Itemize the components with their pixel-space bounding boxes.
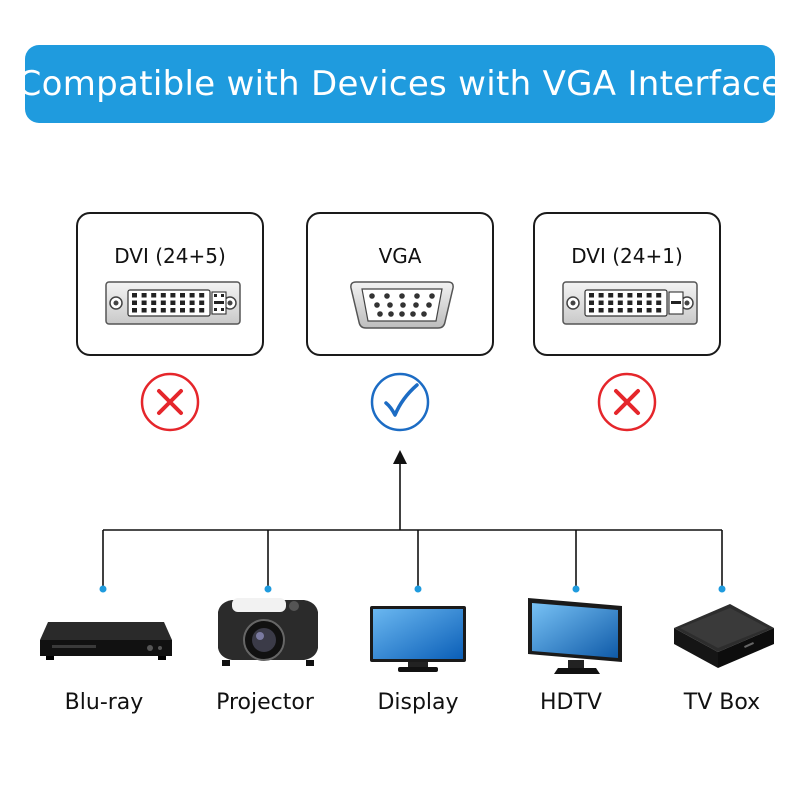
card-title-dvi-24-5: DVI (24+5) [114,244,226,268]
header-banner: Compatible with Devices with VGA Interfa… [18,45,782,123]
tv-box-icon [670,598,778,674]
card-dvi-24-1: DVI (24+1) [533,212,721,356]
cross-icon [596,371,658,433]
vga-connector-icon [308,276,496,336]
banner-title: Compatible with Devices with VGA Interfa… [17,64,783,104]
device-label-hdtv: HDTV [540,690,602,715]
check-icon [369,371,431,433]
card-title-vga: VGA [378,244,422,268]
device-label-blu-ray: Blu-ray [64,690,144,715]
display-monitor-icon [368,604,468,674]
projector-icon [212,592,324,672]
cross-icon [139,371,201,433]
dvi-24-5-connector-icon [78,276,266,336]
arrow-up-icon [393,450,407,464]
blu-ray-player-icon [38,618,174,662]
card-vga: VGA [306,212,494,356]
card-title-dvi-24-1: DVI (24+1) [571,244,683,268]
card-dvi-24-5: DVI (24+5) [76,212,264,356]
device-label-display: Display [377,690,459,715]
dvi-24-1-connector-icon [535,276,723,336]
hdtv-icon [524,596,626,678]
device-label-tv-box: TV Box [683,690,761,715]
device-label-projector: Projector [216,690,314,715]
